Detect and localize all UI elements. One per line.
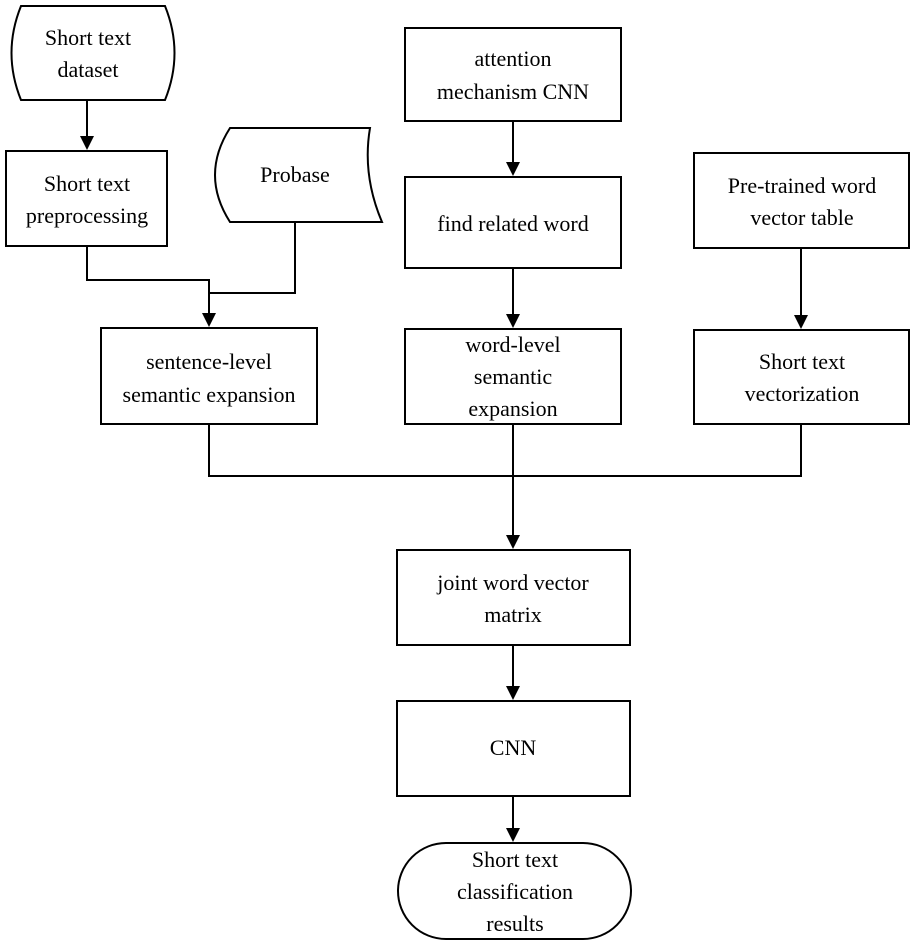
node-attention-cnn: attention mechanism CNN <box>404 27 622 122</box>
node-label-line: results <box>486 911 543 936</box>
node-label-line: word-level <box>465 332 560 357</box>
node-word-level-expansion: word-level semantic expansion <box>404 328 622 425</box>
node-label-line: semantic <box>474 364 552 389</box>
stored-data-shape <box>214 127 384 223</box>
arrow-into-sentence <box>202 313 216 327</box>
arrow-joint-to-cnn <box>506 686 520 700</box>
node-label-line: find related word <box>437 211 589 236</box>
node-label-line: joint word vector <box>436 570 589 595</box>
node-label-line: attention <box>475 46 552 71</box>
process-box <box>5 150 168 247</box>
node-probase: Probase <box>214 127 384 223</box>
node-pretrained-vector-table: Pre-trained word vector table <box>693 152 910 249</box>
node-label-line: matrix <box>484 602 541 627</box>
node-label-line: CNN <box>490 735 537 760</box>
node-label-line: Probase <box>260 162 330 187</box>
terminator-shape <box>397 842 632 940</box>
node-label-line: Short text <box>44 171 130 196</box>
node-classification-results: Short text classification results <box>397 842 632 940</box>
node-label-line: expansion <box>468 396 557 421</box>
node-short-text-dataset: Short text dataset <box>10 5 176 101</box>
node-label-line: Pre-trained word <box>728 173 876 198</box>
process-box <box>396 700 631 797</box>
node-sentence-level-expansion: sentence-level semantic expansion <box>100 327 318 425</box>
node-joint-word-vector-matrix: joint word vector matrix <box>396 549 631 646</box>
node-short-text-preprocessing: Short text preprocessing <box>5 150 168 247</box>
edge-merge-bus <box>208 424 802 477</box>
connectors <box>80 100 808 842</box>
node-label-line: semantic expansion <box>123 382 296 407</box>
edge-preprocessing-to-sentence <box>86 246 210 313</box>
stored-data-shape <box>10 5 176 101</box>
node-short-text-vectorization: Short text vectorization <box>693 329 910 425</box>
process-box <box>100 327 318 425</box>
node-label-line: mechanism CNN <box>437 79 589 104</box>
arrow-cnn-to-results <box>506 828 520 842</box>
node-label-line: classification <box>457 879 573 904</box>
arrow-merge-to-joint <box>506 535 520 549</box>
process-box <box>396 549 631 646</box>
arrow-dataset-to-preprocessing <box>80 136 94 150</box>
node-label-line: vector table <box>750 205 853 230</box>
process-box <box>404 27 622 122</box>
arrow-table-to-vectorization <box>794 315 808 329</box>
node-label-line: sentence-level <box>146 349 272 374</box>
edge-probase-to-sentence <box>209 222 296 294</box>
process-box <box>693 152 910 249</box>
node-label-line: preprocessing <box>26 203 148 228</box>
node-find-related-word: find related word <box>404 176 622 269</box>
process-box <box>404 328 622 425</box>
node-label-line: vectorization <box>745 381 860 406</box>
arrow-find-to-wordlevel <box>506 314 520 328</box>
node-label-line: Short text <box>472 847 558 872</box>
process-box <box>693 329 910 425</box>
arrow-attention-to-find <box>506 162 520 176</box>
process-box <box>404 176 622 269</box>
node-cnn: CNN <box>396 700 631 797</box>
node-label-line: Short text <box>45 25 131 50</box>
node-label-line: Short text <box>759 349 845 374</box>
node-label-line: dataset <box>57 57 118 82</box>
